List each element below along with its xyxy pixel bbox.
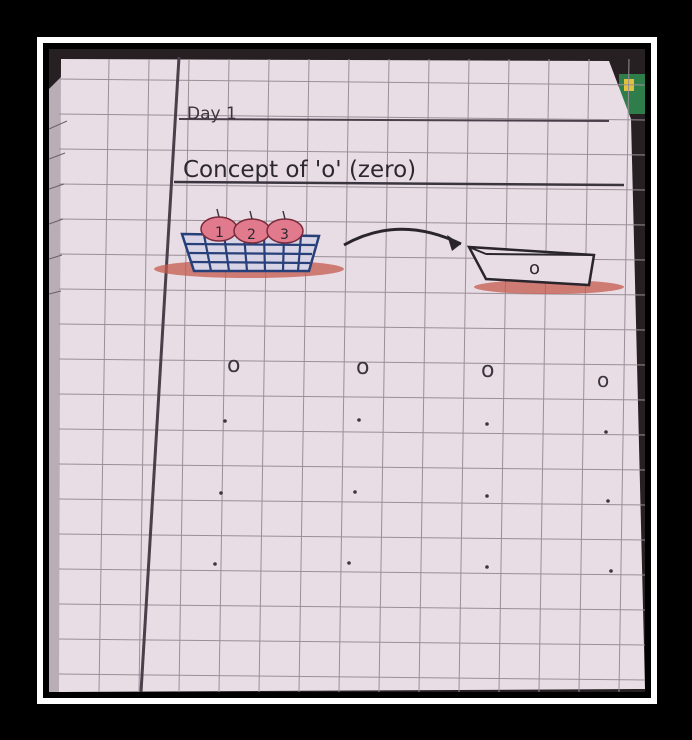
tracing-dots bbox=[213, 418, 613, 573]
vertical-grid-lines bbox=[98, 58, 630, 692]
apple-number-2: 2 bbox=[247, 227, 256, 243]
title-text: Concept of 'o' (zero) bbox=[183, 157, 416, 183]
empty-basket bbox=[466, 245, 596, 287]
header-text: Day 1 bbox=[187, 104, 237, 124]
empty-basket-label: o bbox=[529, 258, 540, 279]
empty-basket-rim-back bbox=[485, 253, 595, 256]
zero-2: o bbox=[356, 355, 369, 380]
zero-3: o bbox=[481, 358, 494, 383]
title-rule-line bbox=[173, 180, 625, 187]
apple-number-3: 3 bbox=[280, 227, 289, 243]
notebook-paper bbox=[59, 59, 645, 692]
zero-1: o bbox=[227, 353, 240, 378]
notebook-page-drawing: Day 1 Concept of 'o' (zero) bbox=[49, 56, 645, 692]
empty-basket-rim bbox=[468, 246, 487, 255]
margin-line bbox=[139, 56, 181, 692]
white-border bbox=[37, 37, 657, 704]
apple-number-1: 1 bbox=[215, 225, 224, 241]
apple-3 bbox=[266, 210, 304, 244]
notebook-photo: Day 1 Concept of 'o' (zero) bbox=[49, 49, 645, 692]
apple-2 bbox=[233, 210, 271, 244]
arrow-curve bbox=[343, 227, 462, 247]
page-edge-marks bbox=[49, 120, 68, 295]
header-rule-line bbox=[178, 118, 610, 122]
arrow-head-icon bbox=[447, 235, 461, 251]
zero-4: o bbox=[597, 368, 609, 392]
